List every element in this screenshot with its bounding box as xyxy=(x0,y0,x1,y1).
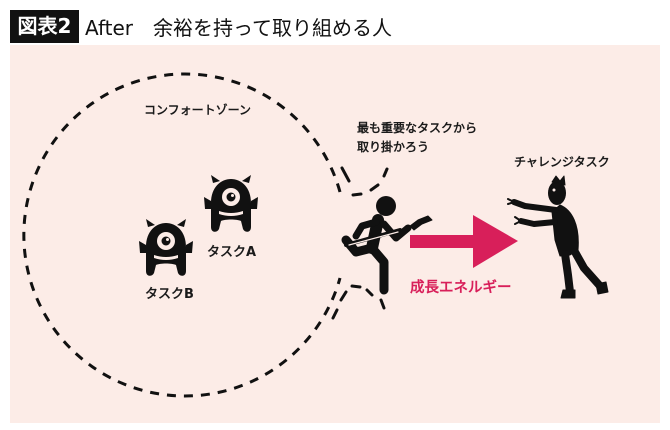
figure-label: 図表2 xyxy=(10,10,79,43)
burst-marks xyxy=(331,166,389,320)
arrow-right-icon xyxy=(410,215,518,268)
callout-line-2: 取り掛かろう xyxy=(357,140,430,154)
task-a-label: タスクA xyxy=(207,245,257,260)
task-b-label: タスクB xyxy=(145,287,194,302)
callout-line-1: 最も重要なタスクから xyxy=(357,121,478,135)
monster-icon xyxy=(139,219,193,276)
monster-icon xyxy=(204,175,258,232)
figure-title: After 余裕を持って取り組める人 xyxy=(85,16,393,40)
challenge-task-label: チャレンジタスク xyxy=(514,155,610,169)
diagram-panel xyxy=(10,45,660,423)
comfort-zone-label: コンフォートゾーン xyxy=(144,103,252,117)
zombie-icon xyxy=(507,175,609,299)
figure-header: 図表2 After 余裕を持って取り組める人 xyxy=(10,10,392,43)
runner-icon xyxy=(341,196,433,295)
comfort-zone-circle xyxy=(22,72,342,398)
growth-energy-label: 成長エネルギー xyxy=(410,280,512,296)
